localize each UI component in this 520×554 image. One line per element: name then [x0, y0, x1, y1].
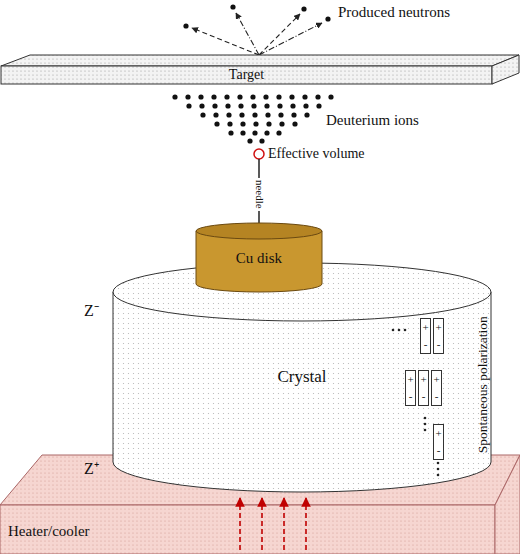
polarity-sign: - [437, 444, 441, 457]
polarization-box: +- [433, 318, 444, 354]
node-label: Cu disk [236, 250, 282, 267]
polarity-sign: - [409, 390, 413, 403]
polarity-sign: - [435, 390, 439, 403]
label: Deuterium ions [326, 112, 419, 129]
node-label: Heater/cooler [8, 523, 90, 540]
face-label: Z⁺ [84, 460, 99, 478]
face-label: Z⁻ [84, 302, 99, 320]
polarity-sign: + [435, 321, 441, 334]
polarity-sign: - [437, 338, 441, 351]
polarization-box: +- [420, 318, 431, 354]
polarity-sign: + [407, 373, 413, 386]
label: Effective volume [268, 146, 365, 162]
crystal-cylinder: Crystal+-+-+-+-+-+- [112, 262, 492, 494]
polarity-sign: + [435, 427, 441, 440]
polarity-sign: - [424, 338, 428, 351]
neutron-dots [183, 4, 330, 28]
node-label: Crystal [277, 367, 326, 387]
cu-disk: Cu disk [195, 222, 323, 294]
effective-volume-marker [254, 149, 264, 159]
polarity-sign: + [433, 373, 439, 386]
node-label: Target [229, 67, 264, 83]
part-label: needle [253, 178, 266, 211]
label: Spontaneous polarization [474, 317, 490, 454]
polarity-sign: + [422, 321, 428, 334]
target-slab: Target [0, 54, 520, 85]
deuterium-dots [172, 94, 333, 143]
polarization-box: +- [431, 370, 442, 406]
polarity-sign: - [422, 390, 426, 403]
neutron-paths [192, 13, 322, 55]
polarity-sign: + [420, 373, 426, 386]
polarization-box: +- [405, 370, 416, 406]
label: Produced neutrons [338, 4, 450, 21]
polarization-box: +- [418, 370, 429, 406]
polarization-box: +- [433, 424, 444, 460]
